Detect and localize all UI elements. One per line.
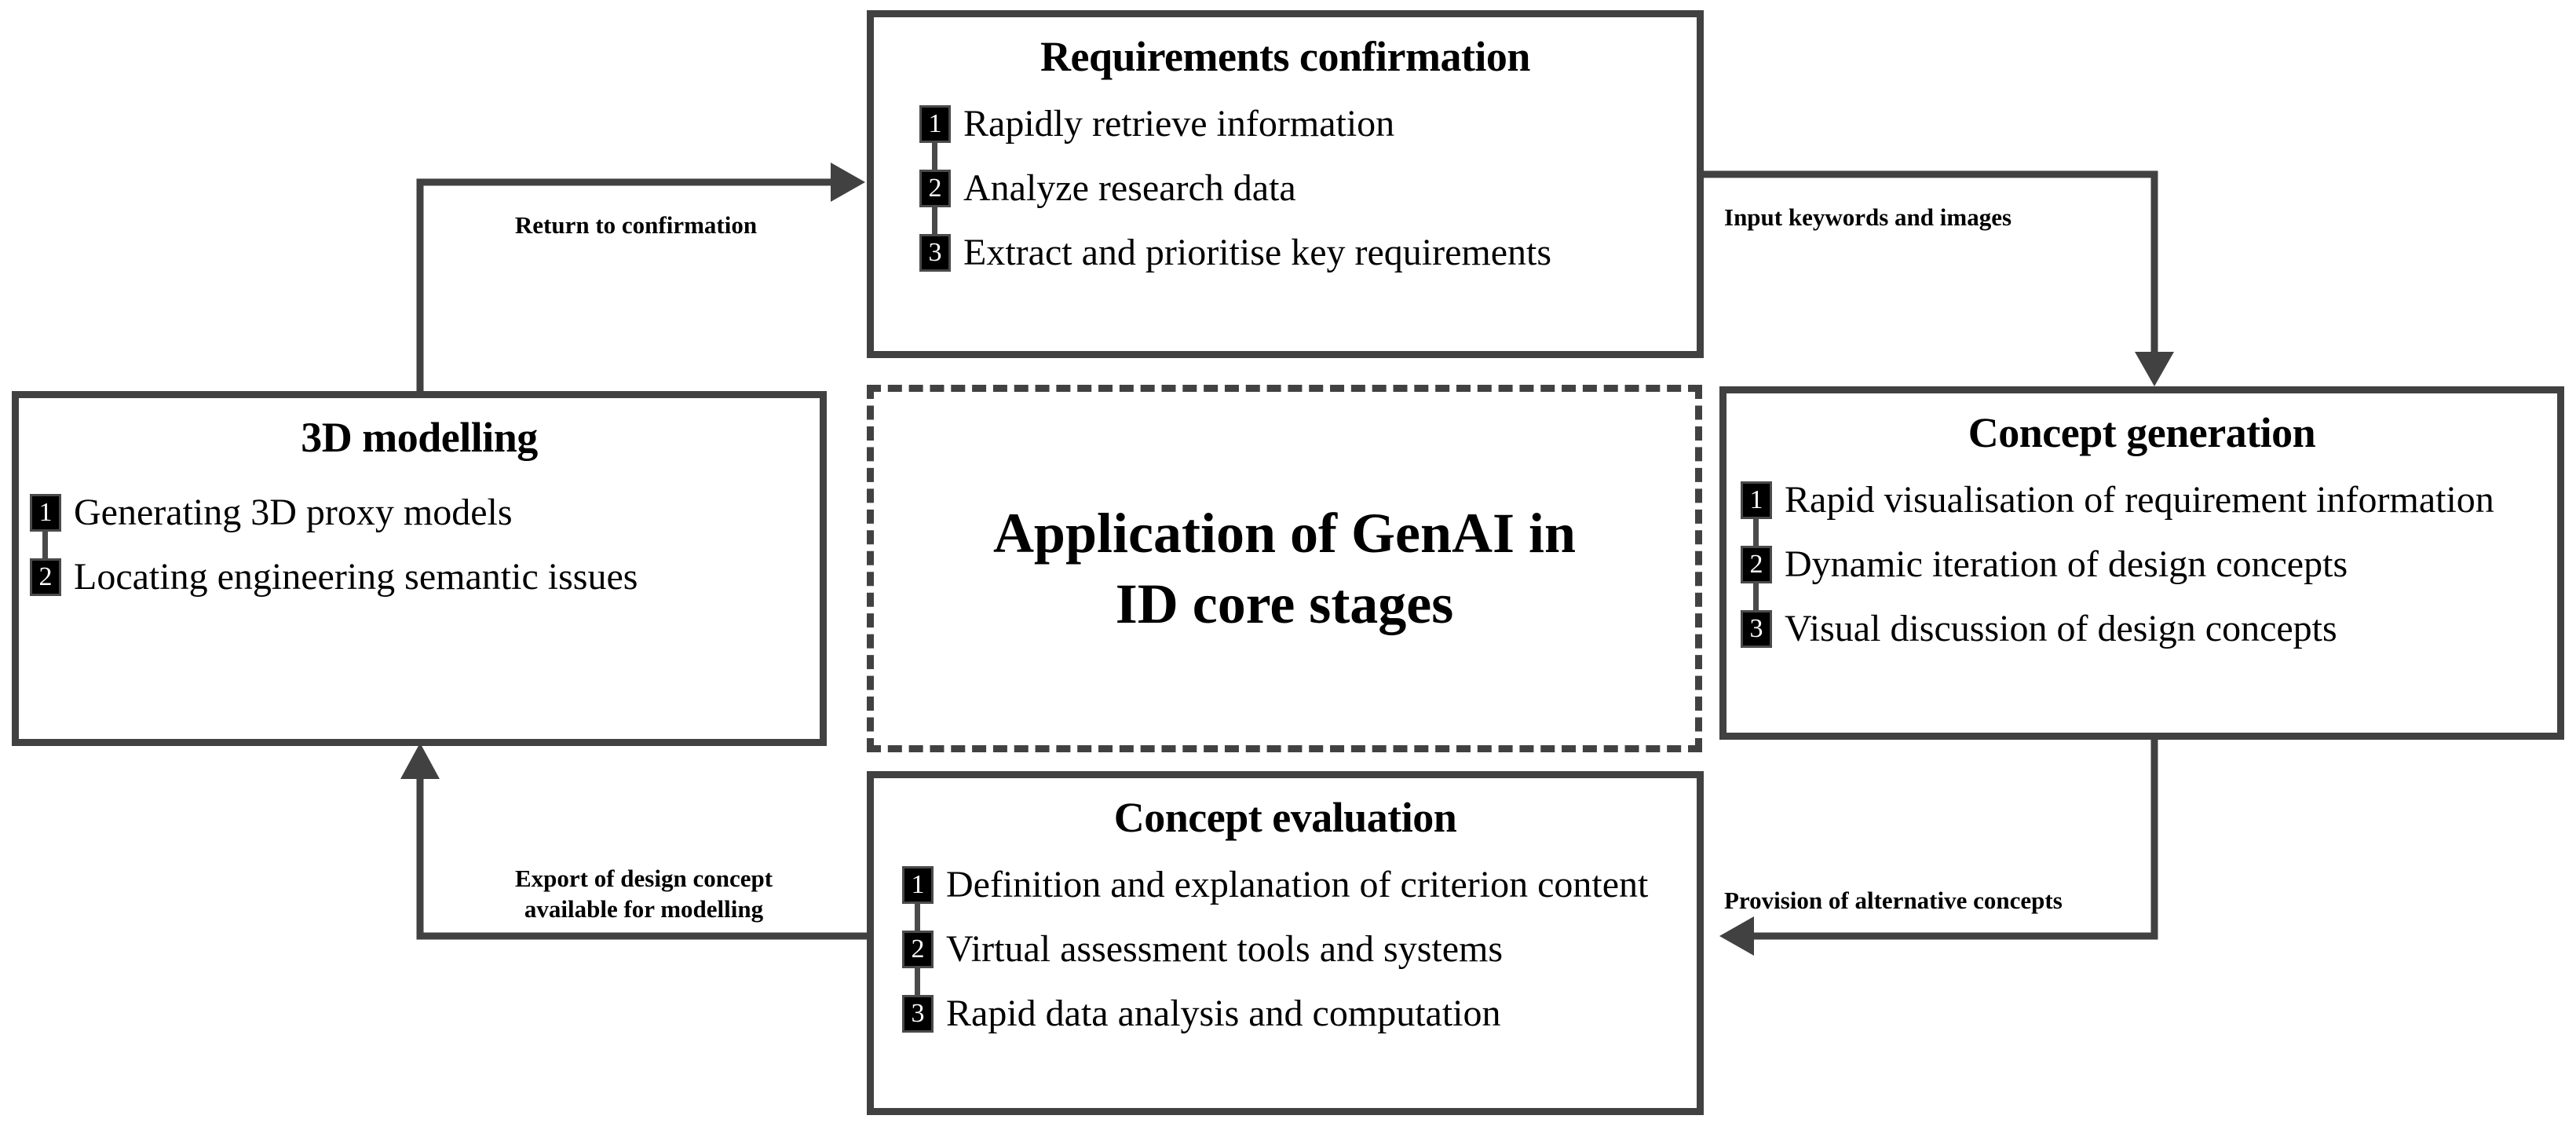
list-item-label: Rapid data analysis and computation [946,992,1501,1034]
list-item[interactable]: 2 Locating engineering semantic issues [30,553,820,602]
list-item[interactable]: 3 Visual discussion of design concepts [1741,605,2557,653]
badge-number-icon: 1 [919,104,951,143]
arrowhead-input-keywords-and-images [2135,352,2174,386]
arrowhead-return-to-confirmation [831,163,865,202]
stage-items-3d-modelling: 1 Generating 3D proxy models 2 Locating … [30,488,820,602]
list-item[interactable]: 1 Generating 3D proxy models [30,488,820,537]
badge-number-icon: 1 [30,493,61,532]
list-item-label: Rapid visualisation of requirement infor… [1785,478,2494,521]
list-item-label: Locating engineering semantic issues [74,555,638,598]
list-item[interactable]: 2 Analyze research data [919,164,1697,213]
edge-export-of-design-concept [416,766,867,940]
list-item-label: Virtual assessment tools and systems [946,927,1504,970]
edge-return-to-confirmation [416,178,846,391]
arrowhead-export-of-design-concept [400,743,440,779]
badge-number-icon: 2 [919,169,951,207]
list-item-label: Dynamic iteration of design concepts [1785,543,2348,585]
edge-label-return-to-confirmation: Return to confirmation [514,211,758,239]
badge-rail [42,504,48,569]
stage-box-concept-generation[interactable]: Concept generation 1 Rapid visualisation… [1719,386,2564,740]
list-item[interactable]: 2 Dynamic iteration of design concepts [1741,540,2557,589]
badge-number-icon: 1 [1741,481,1772,519]
page-title: Application of GenAI in ID core stages [992,502,1577,635]
edge-label-input-keywords-and-images: Input keywords and images [1724,203,2012,231]
badge-number-icon: 2 [902,930,934,968]
stage-title-requirements-confirmation: Requirements confirmation [1040,33,1530,80]
stage-title-concept-evaluation: Concept evaluation [1113,794,1457,841]
list-item-label: Generating 3D proxy models [74,491,513,533]
list-item[interactable]: 2 Virtual assessment tools and systems [902,925,1697,974]
stage-items-concept-evaluation: 1 Definition and explanation of criterio… [902,861,1697,1038]
edge-input-keywords-and-images [1704,170,2158,366]
badge-number-icon: 3 [1741,609,1772,648]
badge-number-icon: 2 [1741,545,1772,583]
badge-number-icon: 3 [919,233,951,272]
stage-title-3d-modelling: 3D modelling [301,414,538,461]
edge-label-export-of-design-concept: Export of design concept available for m… [514,865,773,923]
list-item-label: Extract and prioritise key requirements [963,231,1552,273]
list-item-label: Visual discussion of design concepts [1785,607,2337,649]
list-item-label: Definition and explanation of criterion … [946,863,1649,905]
center-dashed-panel: Application of GenAI in ID core stages [867,385,1702,752]
list-item[interactable]: 1 Rapid visualisation of requirement inf… [1741,476,2557,525]
stage-box-concept-evaluation[interactable]: Concept evaluation 1 Definition and expl… [867,771,1704,1115]
edge-provision-of-alternative-concepts [1740,740,2158,940]
arrowhead-provision-of-alternative-concepts [1719,916,1754,956]
list-item-label: Rapidly retrieve information [963,102,1395,144]
list-item-label: Analyze research data [963,166,1296,209]
stage-title-concept-generation: Concept generation [1968,409,2316,456]
list-item[interactable]: 3 Extract and prioritise key requirement… [919,229,1697,277]
stage-box-requirements-confirmation[interactable]: Requirements confirmation 1 Rapidly retr… [867,10,1704,358]
list-item[interactable]: 3 Rapid data analysis and computation [902,989,1697,1038]
badge-number-icon: 3 [902,994,934,1033]
stage-items-requirements-confirmation: 1 Rapidly retrieve information 2 Analyze… [919,100,1697,277]
badge-number-icon: 1 [902,865,934,904]
stage-box-3d-modelling[interactable]: 3D modelling 1 Generating 3D proxy model… [12,391,827,746]
list-item[interactable]: 1 Definition and explanation of criterio… [902,861,1697,909]
edge-label-provision-of-alternative-concepts: Provision of alternative concepts [1724,887,2063,914]
list-item[interactable]: 1 Rapidly retrieve information [919,100,1697,148]
stage-items-concept-generation: 1 Rapid visualisation of requirement inf… [1741,476,2557,653]
badge-number-icon: 2 [30,558,61,596]
